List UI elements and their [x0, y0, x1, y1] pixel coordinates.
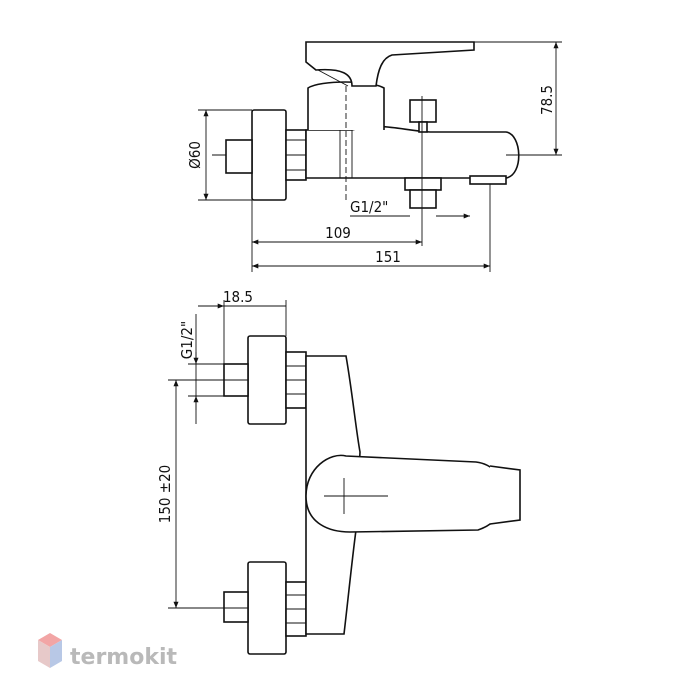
diverter-knob [409, 99, 437, 123]
side-view: 78.5 Ø60 G1/2" 109 151 [186, 41, 562, 272]
front-lever [305, 454, 505, 533]
termokit-logo: termokit [38, 633, 177, 670]
watermark-text: termokit [70, 645, 177, 670]
dim-thread-top: G1/2" [350, 198, 388, 216]
dim-depth: 18.5 [223, 288, 253, 306]
lever-handle [305, 41, 475, 87]
logo-cube-right-icon [50, 640, 62, 668]
lower-flange [247, 561, 287, 655]
upper-flange [247, 335, 287, 425]
dim-thread-side: G1/2" [178, 321, 196, 359]
dim-height: 78.5 [538, 85, 556, 115]
lower-inlet-pipe [223, 591, 249, 623]
dim-length-151: 151 [375, 248, 401, 266]
dim-length-109: 109 [325, 224, 351, 242]
dim-diameter: Ø60 [186, 141, 204, 169]
dim-spacing: 150 ±20 [156, 465, 174, 524]
aerator [469, 175, 507, 185]
wall-flange [251, 109, 287, 201]
mixer-body [305, 125, 520, 179]
front-view: 18.5 G1/2" 150 ±20 [156, 288, 521, 655]
outlet-connector [404, 177, 442, 191]
inlet-pipe [225, 139, 253, 174]
logo-cube-left-icon [38, 640, 50, 668]
